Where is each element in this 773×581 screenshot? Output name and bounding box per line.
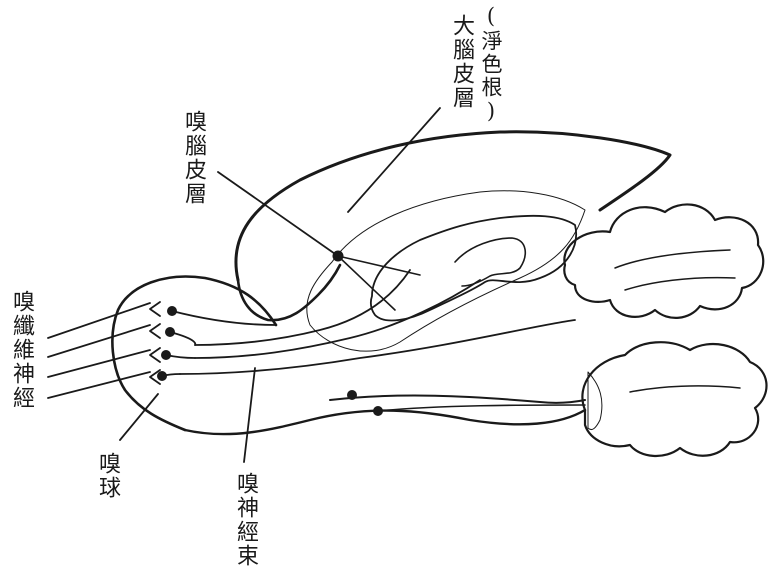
mitral-axon-2 xyxy=(170,332,195,345)
mitral-axon-3 xyxy=(166,355,195,358)
nerve-fiber-line-4 xyxy=(48,372,150,398)
olfactory-nerve-tract-label: 嗅神經束 xyxy=(234,472,256,568)
brainstem-line xyxy=(330,396,585,403)
cerebellum-stipple xyxy=(588,372,602,430)
cerebral-cortex-label: 大腦皮層 xyxy=(450,14,472,110)
cerebellum-upper xyxy=(564,204,763,317)
cerebellum-fold-b xyxy=(625,278,735,290)
olfactory-nerve-fibers-label: 嗅纖維神經 xyxy=(10,290,32,410)
nerve-fiber-line-3 xyxy=(48,350,150,377)
hatched-fold xyxy=(455,238,525,286)
cerebral-hemisphere xyxy=(236,132,670,280)
brainstem-cell-1 xyxy=(347,390,357,400)
glomerulus-2 xyxy=(150,324,160,338)
hatched-region xyxy=(371,216,576,321)
cerebral-cortex-note-label: (淨色根) xyxy=(480,4,502,125)
olfactory-tract-pointer xyxy=(244,368,255,462)
olfactory-bulb-label: 嗅球 xyxy=(96,452,118,500)
glomerulus-1 xyxy=(150,302,160,316)
hemisphere-lower-curve xyxy=(238,265,340,320)
olfactory-cortex-label: 嗅腦皮層 xyxy=(182,110,204,206)
stippled-region xyxy=(307,191,585,351)
olfactory-bulb-pointer xyxy=(120,394,158,440)
glomerulus-3 xyxy=(150,348,160,362)
nerve-fiber-line-1 xyxy=(48,303,150,338)
fiber-lower xyxy=(180,320,575,374)
cerebellum-fold-a xyxy=(615,250,730,268)
cerebellum-fold-c xyxy=(630,386,740,392)
brainstem-axon xyxy=(378,405,585,411)
cerebral-cortex-pointer xyxy=(348,108,440,212)
cerebellum-lower xyxy=(582,342,766,456)
nerve-fiber-line-2 xyxy=(48,325,150,357)
brainstem-outline xyxy=(185,410,585,434)
olfactory-cortex-pointer xyxy=(218,172,338,256)
